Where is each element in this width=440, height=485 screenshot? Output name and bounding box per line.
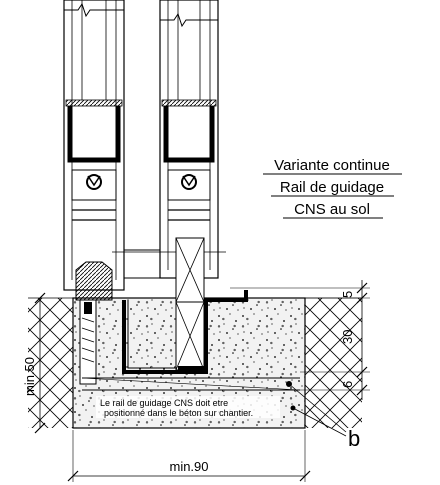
note-line1: Le rail de guidage CNS doit etre <box>100 398 228 408</box>
dim-min50: min.50 <box>22 357 37 396</box>
rebar <box>81 377 301 411</box>
title-line3: CNS au sol <box>294 201 370 218</box>
callout-b-label: b <box>348 426 360 451</box>
title-line1: Variante continue <box>274 157 390 174</box>
callout-b: b <box>288 383 360 451</box>
title-block: Variante continue Rail de guidage CNS au… <box>263 157 402 219</box>
note-line2: positionné dans le béton sur chantier. <box>104 408 253 418</box>
dim-30: 30 <box>340 330 355 344</box>
title-line2: Rail de guidage <box>280 179 384 196</box>
dim-5: 5 <box>340 291 355 298</box>
right-dimensions: 5 30 6 <box>230 280 370 400</box>
bottom-dimension: min.90 <box>67 430 311 482</box>
left-dimension: min.50 <box>22 292 46 434</box>
guide-channel <box>112 249 226 279</box>
dim-6: 6 <box>340 381 355 388</box>
left-door-profile <box>63 0 125 301</box>
dim-min90: min.90 <box>169 459 208 474</box>
cns-guide-rail <box>122 237 248 374</box>
note-box: Le rail de guidage CNS doit etre positio… <box>96 396 280 418</box>
anchor-bolt <box>79 299 97 385</box>
right-door-profile <box>159 0 219 279</box>
